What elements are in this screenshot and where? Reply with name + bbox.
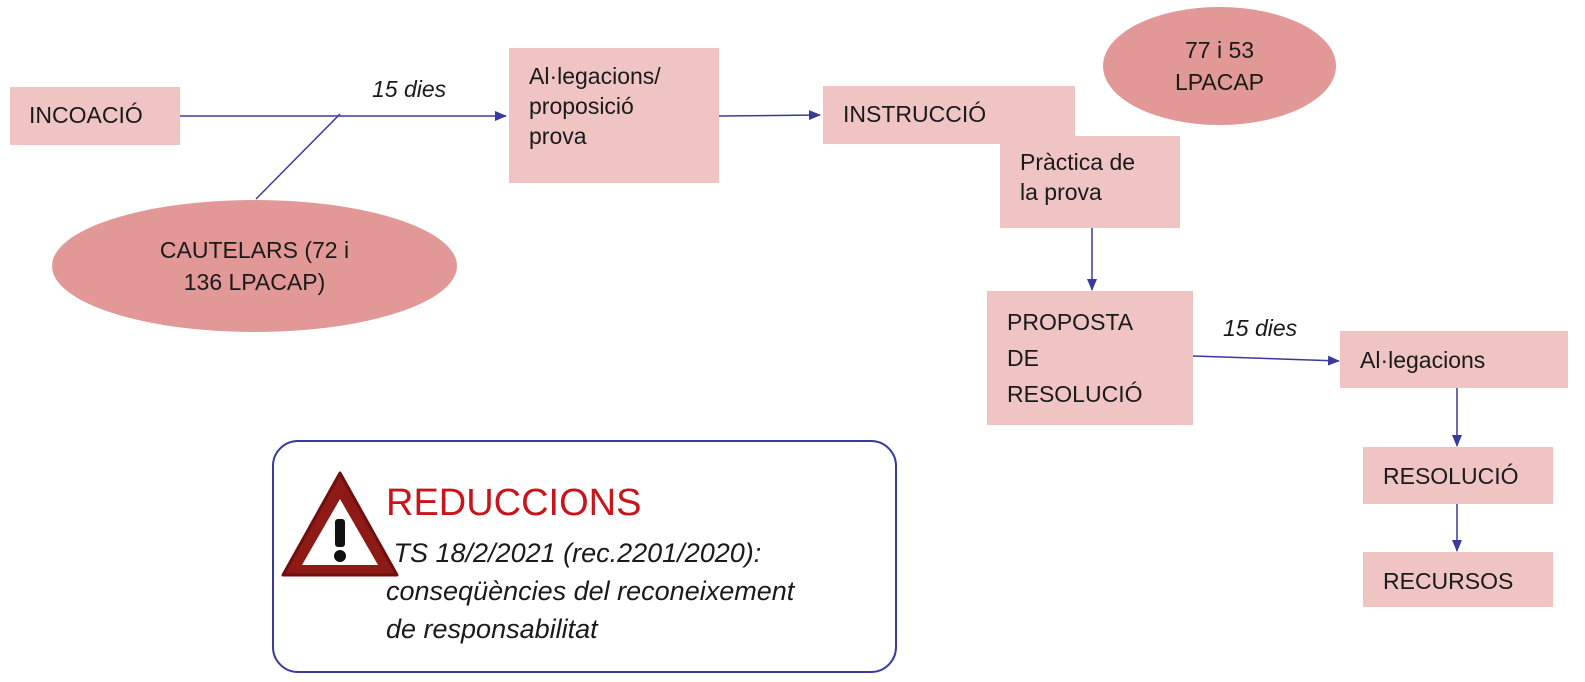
arrow-allegacions-to-instruccio [718, 110, 821, 121]
node-instruccio: INSTRUCCIÓ [823, 86, 1075, 144]
warning-panel: REDUCCIONS TS 18/2/2021 (rec.2201/2020):… [272, 440, 897, 673]
node-instruccio-label: INSTRUCCIÓ [843, 101, 987, 127]
edge-label-days-1: 15 dies [372, 76, 447, 102]
node-resolucio-label: RESOLUCIÓ [1383, 463, 1519, 489]
warning-text: TS 18/2/2021 (rec.2201/2020): conseqüènc… [386, 534, 896, 648]
ellipse-lpacap: 77 i 53 LPACAP [1103, 7, 1336, 125]
node-proposta-resolucio-line-2: DE [1007, 345, 1039, 371]
node-practica-prova-line-1: Pràctica de [1020, 149, 1136, 175]
node-allegacions-proposicio-line-1: Al·legacions/ [529, 63, 661, 89]
node-allegacions-label: Al·legacions [1360, 347, 1486, 373]
node-allegacions: Al·legacions [1340, 331, 1568, 388]
warning-text-line-1: TS 18/2/2021 (rec.2201/2020): [386, 538, 762, 568]
ellipse-cautelars-line-1: CAUTELARS (72 i [159, 237, 350, 263]
warning-title: REDUCCIONS [386, 482, 642, 524]
node-proposta-resolucio-line-3: RESOLUCIÓ [1007, 381, 1143, 407]
ellipse-lpacap-line-2: LPACAP [1174, 69, 1265, 95]
node-proposta-resolucio: PROPOSTA DE RESOLUCIÓ [987, 291, 1193, 425]
arrow-proposta-to-allegacions [1192, 355, 1340, 366]
node-recursos: RECURSOS [1363, 552, 1553, 607]
edge-label-days-2: 15 dies [1223, 315, 1298, 341]
node-practica-prova-line-2: la prova [1020, 179, 1102, 205]
node-incoacio-label: INCOACIÓ [29, 102, 143, 128]
ellipse-cautelars: CAUTELARS (72 i 136 LPACAP) [52, 200, 457, 332]
warning-text-line-3: de responsabilitat [386, 614, 598, 644]
node-resolucio: RESOLUCIÓ [1363, 447, 1553, 504]
node-incoacio: INCOACIÓ [10, 87, 180, 145]
warning-text-line-2: conseqüències del reconeixement [386, 576, 795, 606]
node-recursos-label: RECURSOS [1383, 568, 1514, 594]
node-allegacions-proposicio: Al·legacions/ proposició prova [509, 48, 719, 183]
node-allegacions-proposicio-line-2: proposició [529, 93, 634, 119]
line-cautelars-link [255, 113, 341, 200]
warning-triangle-icon [281, 471, 399, 577]
node-allegacions-proposicio-line-3: prova [529, 123, 587, 149]
node-practica-prova: Pràctica de la prova [1000, 136, 1180, 228]
ellipse-cautelars-line-2: 136 LPACAP) [183, 269, 326, 295]
node-proposta-resolucio-line-1: PROPOSTA [1007, 309, 1134, 335]
ellipse-lpacap-line-1: 77 i 53 [1184, 37, 1255, 63]
